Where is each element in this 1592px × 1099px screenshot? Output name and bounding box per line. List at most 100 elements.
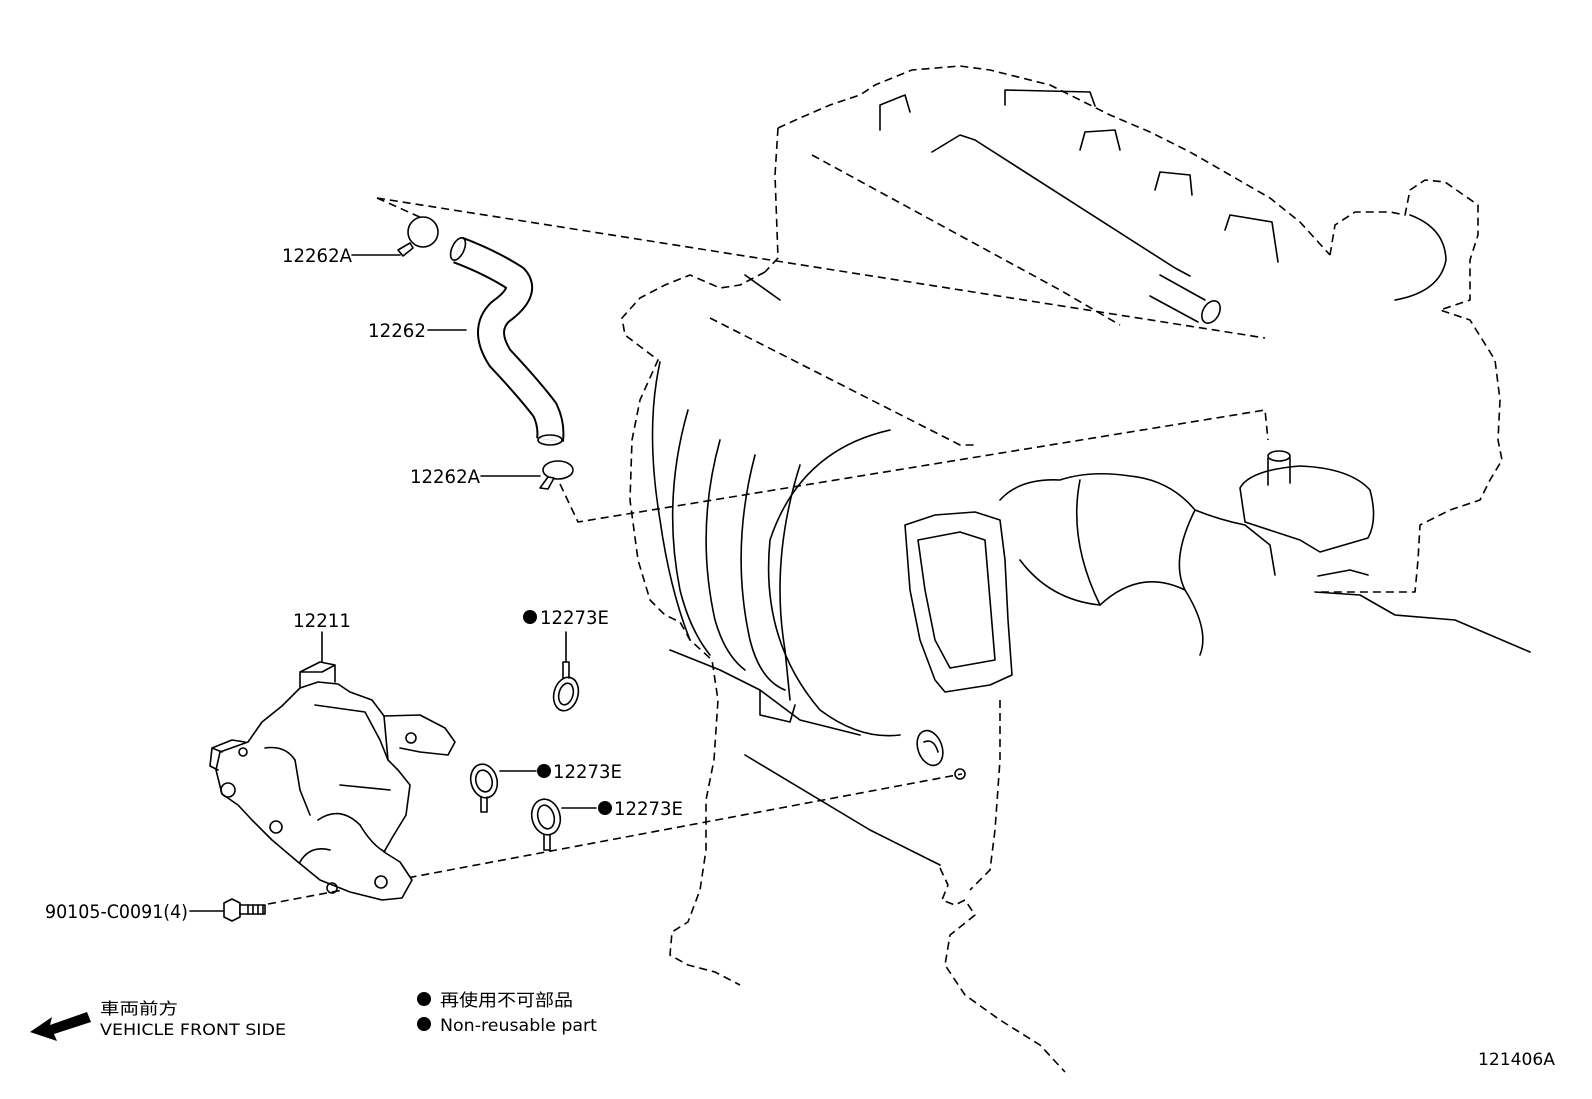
clamp-12262a-bottom xyxy=(539,460,574,490)
block-bottom-edge xyxy=(939,867,1066,1073)
alignment-line-hose-top xyxy=(376,197,1266,339)
pipe-stub-end xyxy=(1201,300,1221,324)
pump-left-flange xyxy=(209,739,246,771)
hose-end-bottom xyxy=(537,434,563,446)
intake-tube-band-2 xyxy=(1178,509,1196,591)
non-reusable-bullet-icon xyxy=(523,610,537,624)
throttle-body xyxy=(904,511,1013,693)
head-inner-dashed-line xyxy=(811,154,1121,326)
pump-12211 xyxy=(209,661,456,901)
head-lower-edge xyxy=(744,274,781,301)
non-reusable-bullet-icon xyxy=(598,801,612,815)
gasket-inner xyxy=(557,682,575,706)
intake-plenum-line xyxy=(709,317,975,446)
block-water-port-inner xyxy=(923,740,939,753)
pump-right-flange xyxy=(383,714,456,756)
coolant-housing xyxy=(1239,465,1375,553)
part-label-gasket-3: 12273E xyxy=(614,798,683,820)
gasket-inner xyxy=(474,769,494,793)
gasket-tab xyxy=(562,661,570,679)
head-ridge-line xyxy=(931,134,1191,277)
part-label-gasket-1: 12273E xyxy=(540,607,609,629)
intake-tube-upper xyxy=(999,472,1276,576)
oil-pan-right-edge xyxy=(1314,591,1531,653)
pump-contour-1 xyxy=(314,704,389,761)
hose-end-top xyxy=(449,237,467,261)
front-side-label-en: VEHICLE FRONT SIDE xyxy=(100,1020,286,1039)
legend-bullet-icon xyxy=(417,1017,431,1031)
alignment-line-hose-bottom xyxy=(559,409,1269,523)
gasket-12273e-3 xyxy=(530,798,562,851)
pump-bolt-hole xyxy=(374,875,388,889)
block-lower-line xyxy=(744,754,941,866)
clamp-tab xyxy=(539,476,555,490)
part-label-hose: 12262 xyxy=(368,320,426,342)
pump-bolt-hole xyxy=(269,820,283,834)
engine-assembly xyxy=(621,65,1531,1073)
front-side-label-ja: 車両前方 xyxy=(100,999,178,1018)
cam-cap-2 xyxy=(1004,89,1096,107)
intake-bracket xyxy=(759,689,796,723)
pipe-stub xyxy=(1149,274,1206,323)
intake-tube-lower xyxy=(1019,559,1204,656)
legend-label-ja: 再使用不可部品 xyxy=(440,990,573,1011)
gasket-tab xyxy=(543,834,551,851)
hose-12262 xyxy=(449,236,565,446)
intake-runner-2 xyxy=(671,409,711,656)
intake-runner-4 xyxy=(740,454,786,691)
gasket-inner xyxy=(536,804,556,830)
cylinder-head-left-edge xyxy=(764,127,779,273)
intake-plenum-arc xyxy=(767,429,901,737)
alignment-lines xyxy=(267,197,1269,905)
clamp-tab xyxy=(397,242,414,257)
pump-body xyxy=(215,681,413,901)
gasket-12273e-2 xyxy=(469,763,499,813)
part-label-bolt: 90105-C0091(4) xyxy=(45,901,188,923)
timing-cover-contour xyxy=(1394,214,1447,301)
gasket-outer xyxy=(530,798,562,836)
pump-bolt-hole xyxy=(326,882,338,894)
non-reusable-bullet-icon xyxy=(537,764,551,778)
cam-cap-4 xyxy=(1154,171,1193,196)
legend-bullet-icon xyxy=(417,992,431,1006)
legend-label-en: Non-reusable part xyxy=(440,1016,597,1036)
clamp-12262a-top xyxy=(397,216,439,257)
block-water-port xyxy=(916,729,944,767)
gasket-tab xyxy=(480,796,488,813)
bolt-90105-c0091 xyxy=(223,898,266,922)
pump-contour-4 xyxy=(299,848,331,863)
bolt-thread xyxy=(247,904,264,915)
pump-top-bracket xyxy=(299,661,336,689)
pump-contour-3 xyxy=(317,812,386,853)
intake-runner-3 xyxy=(705,439,746,671)
part-label-clamp-bottom: 12262A xyxy=(410,466,480,488)
intake-runner-5 xyxy=(779,464,801,701)
hose-body xyxy=(453,238,563,442)
housing-lower-line xyxy=(1317,569,1369,577)
cylinder-head-outline xyxy=(777,65,1331,256)
part-label-gasket-2: 12273E xyxy=(553,761,622,783)
gasket-outer xyxy=(469,763,499,799)
front-arrow-icon xyxy=(30,1012,91,1041)
pump-bolt-hole xyxy=(238,747,248,757)
intake-lower-edge xyxy=(669,649,861,736)
gasket-outer xyxy=(552,676,580,712)
intake-tube-band-1 xyxy=(1075,479,1101,606)
timing-cover-outline xyxy=(1320,179,1503,593)
coolant-housing-pipe-end xyxy=(1267,450,1291,462)
bolt-head xyxy=(223,898,241,922)
clamp-ring xyxy=(407,216,439,248)
block-dowel xyxy=(954,768,966,780)
pump-contour-2 xyxy=(264,746,311,816)
alignment-line-clamp-top xyxy=(376,197,423,219)
leader-lines xyxy=(189,254,597,912)
throttle-body-inner xyxy=(917,531,996,669)
pump-bolt-hole xyxy=(405,732,417,744)
cam-cap-1 xyxy=(879,94,911,131)
cam-cap-3 xyxy=(1079,129,1121,151)
part-label-clamp-top: 12262A xyxy=(282,245,352,267)
block-right-edge xyxy=(969,700,1001,891)
clamp-ring xyxy=(542,460,574,480)
coolant-housing-pipe xyxy=(1267,457,1291,486)
